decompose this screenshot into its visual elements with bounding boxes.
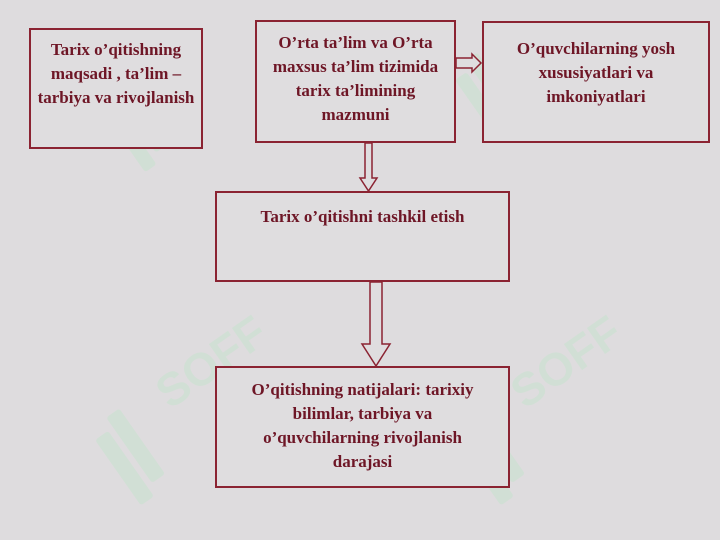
box-organization: Tarix o’qitishni tashkil etish [215, 191, 510, 282]
box-organization-label: Tarix o’qitishni tashkil etish [260, 207, 465, 226]
arrow-content-to-organization [358, 142, 379, 193]
box-goals-label: Tarix o’qitishning maqsadi , ta’lim – ta… [37, 40, 195, 107]
box-results-label: O’qitishning natijalari: tarixiy bilimla… [251, 380, 474, 471]
arrow-organization-to-results [360, 281, 392, 368]
box-results: O’qitishning natijalari: tarixiy bilimla… [215, 366, 510, 488]
box-students: O’quvchilarning yosh xususiyatlari va im… [482, 21, 710, 143]
box-students-label: O’quvchilarning yosh xususiyatlari va im… [516, 39, 676, 106]
box-content-label: O’rta ta’lim va O’rta maxsus ta’lim tizi… [272, 33, 439, 124]
box-goals: Tarix o’qitishning maqsadi , ta’lim – ta… [29, 28, 203, 149]
arrow-content-to-students [455, 52, 483, 74]
box-content: O’rta ta’lim va O’rta maxsus ta’lim tizi… [255, 20, 456, 143]
